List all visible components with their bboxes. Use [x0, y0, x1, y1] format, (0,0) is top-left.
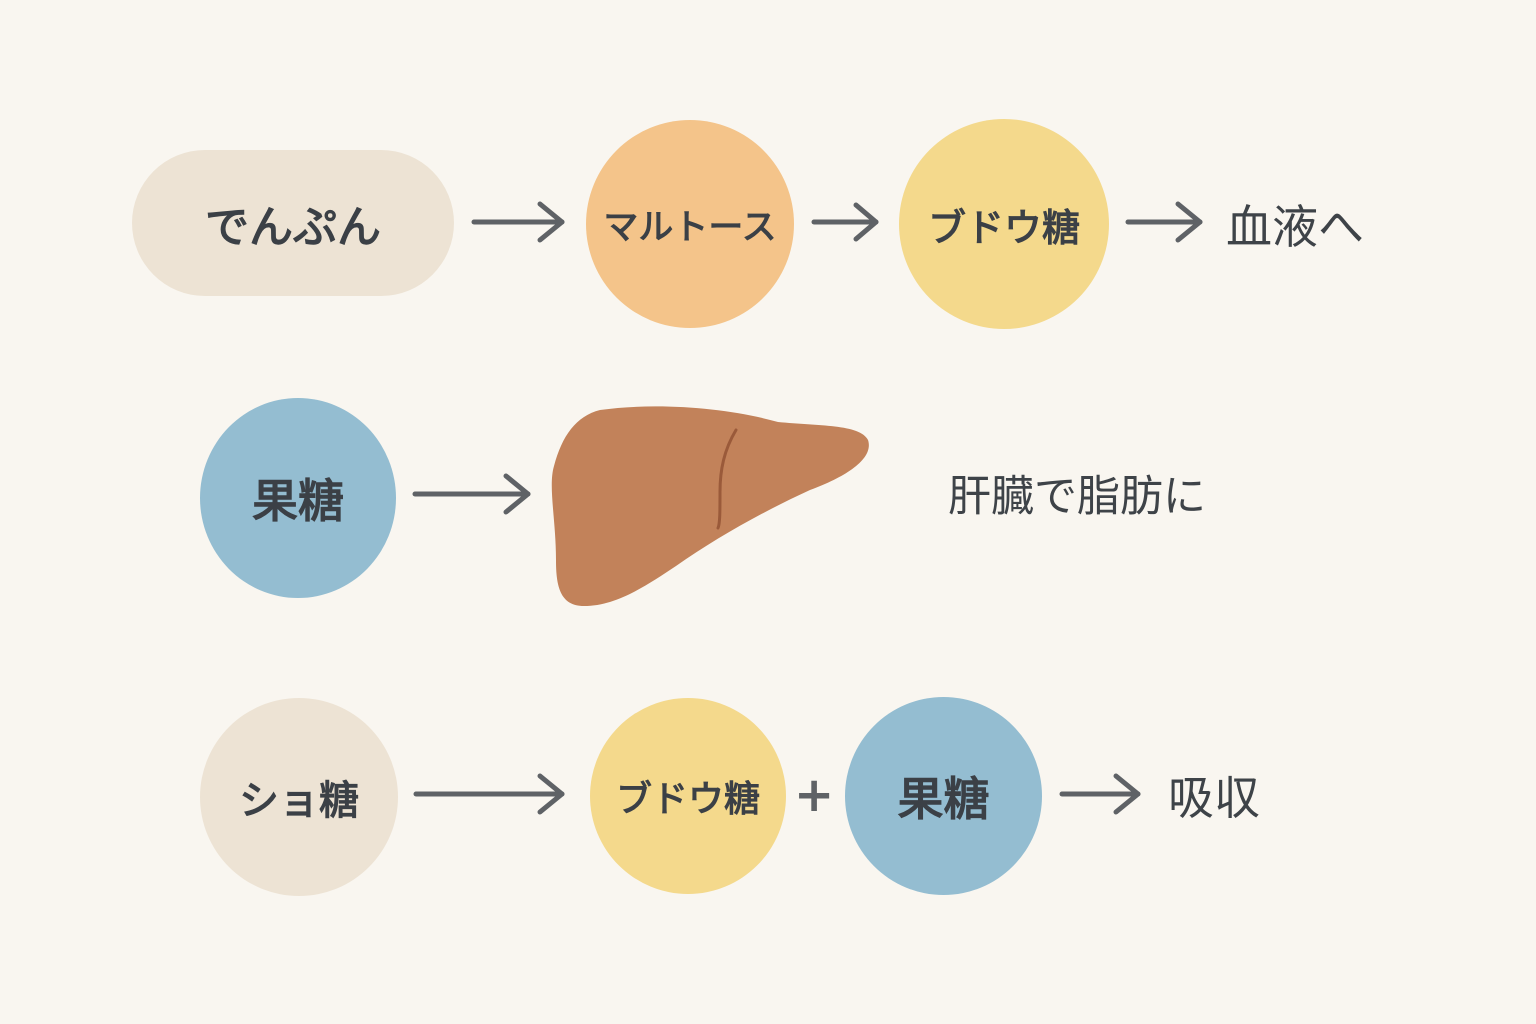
absorption-text: 吸収	[1168, 771, 1260, 825]
sucrose-node: ショ糖	[200, 698, 398, 896]
arrow-maltose-to-glucose	[811, 202, 879, 242]
liver-fat-label: 肝臓で脂肪に	[948, 462, 1206, 524]
liver-fat-text: 肝臓で脂肪に	[948, 472, 1206, 522]
starch-label: でんぷん	[205, 202, 381, 253]
fructose-label-2: 果糖	[897, 772, 990, 826]
fructose-label: 果糖	[252, 474, 344, 528]
glucose-node-2: ブドウ糖	[590, 698, 786, 894]
plus-text: +	[794, 767, 835, 823]
glucose-label-2: ブドウ糖	[615, 779, 760, 820]
blood-label: 血液へ	[1226, 194, 1364, 254]
arrow-fructose-to-liver	[412, 473, 531, 515]
absorption-label: 吸収	[1168, 764, 1260, 826]
glucose-label: ブドウ糖	[927, 205, 1080, 250]
plus-sign: +	[794, 766, 834, 824]
fructose-node: 果糖	[200, 398, 396, 598]
arrow-starch-to-maltose	[471, 201, 565, 243]
fructose-node-2: 果糖	[845, 697, 1042, 895]
starch-node: でんぷん	[132, 150, 454, 296]
glucose-node: ブドウ糖	[899, 119, 1109, 329]
liver-icon	[551, 406, 869, 606]
arrow-fructose-to-absorb	[1059, 773, 1141, 815]
arrow-glucose-to-blood	[1125, 201, 1203, 243]
arrow-sucrose-to-split	[413, 773, 565, 815]
sucrose-label: ショ糖	[239, 778, 359, 824]
maltose-node: マルトース	[586, 120, 794, 328]
maltose-label: マルトース	[603, 207, 777, 248]
blood-text: 血液へ	[1226, 200, 1364, 254]
